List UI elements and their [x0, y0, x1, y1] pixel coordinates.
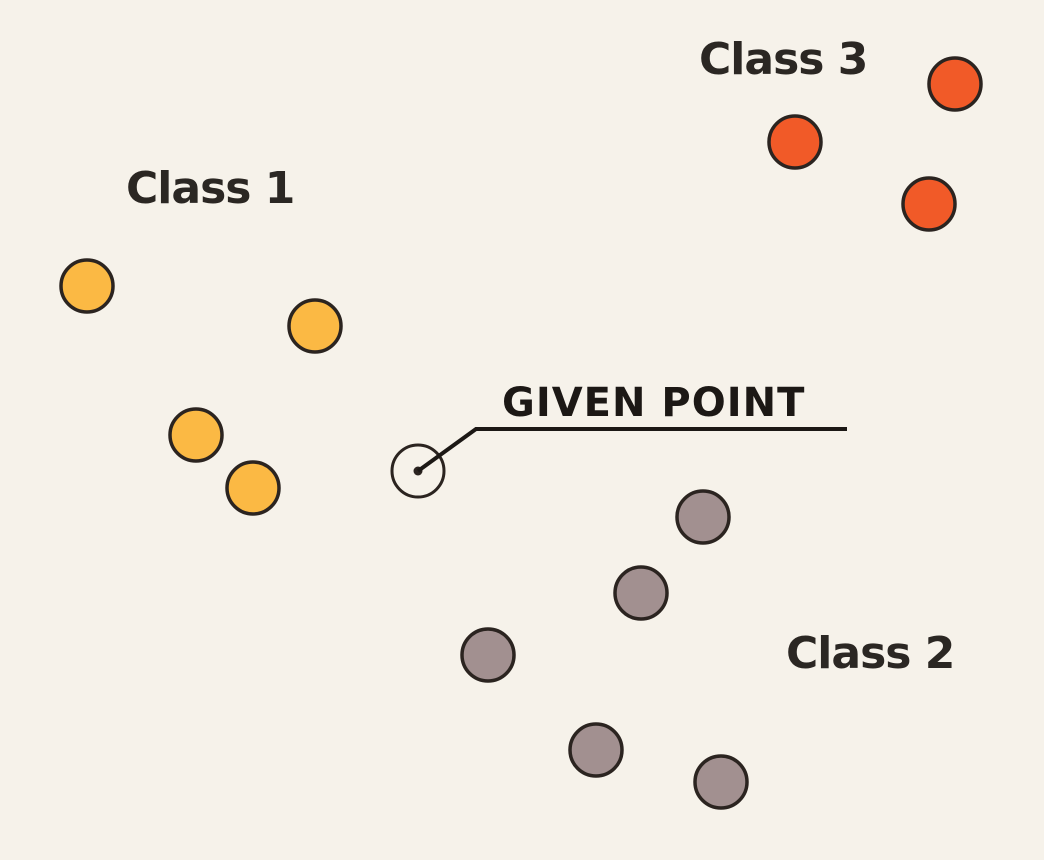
class-2-point [675, 489, 731, 545]
class-1-label: Class 1 [126, 163, 294, 214]
given-point-ring [390, 443, 446, 499]
class-1-points [59, 258, 343, 516]
class-3-point [767, 114, 823, 170]
class-2-points [460, 489, 749, 810]
given-point-leader-line [416, 427, 847, 473]
class-2-label: Class 2 [786, 628, 954, 679]
class-3-label: Class 3 [699, 34, 867, 85]
class-3-point [901, 176, 957, 232]
class-1-point [59, 258, 115, 314]
class-2-point [460, 627, 516, 683]
class-1-point [168, 407, 224, 463]
given-point-label: GIVEN POINT [502, 380, 805, 426]
class-2-point [693, 754, 749, 810]
class-2-point [568, 722, 624, 778]
class-3-point [927, 56, 983, 112]
class-3-points [767, 56, 983, 232]
class-1-point [225, 460, 281, 516]
class-2-point [613, 565, 669, 621]
given-point-marker [390, 427, 847, 499]
class-1-point [287, 298, 343, 354]
